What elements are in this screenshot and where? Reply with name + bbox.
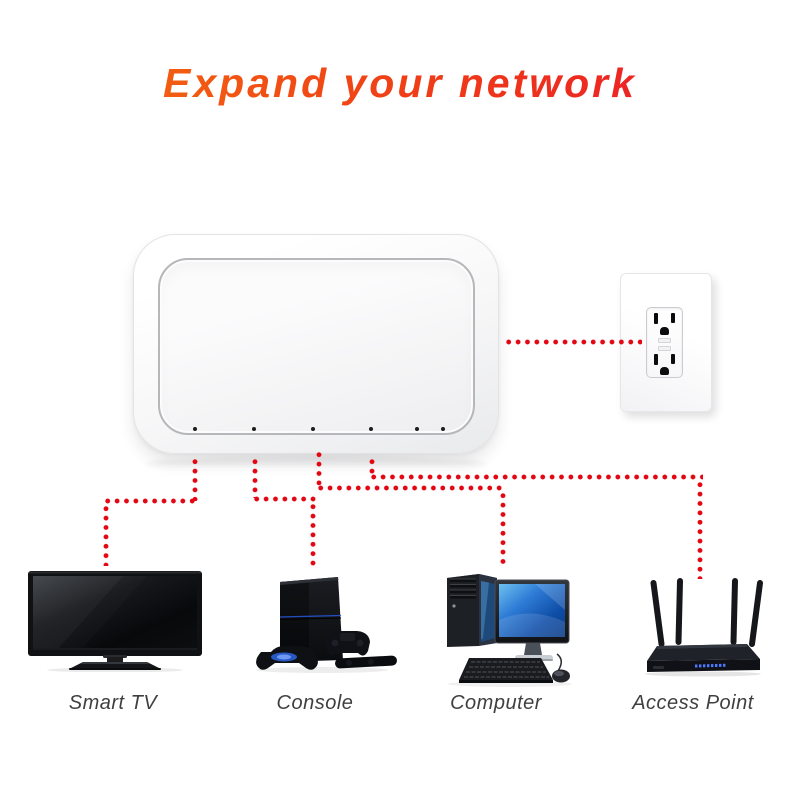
computer-label: Computer <box>450 692 542 714</box>
switch-led <box>193 427 197 431</box>
switch-led <box>311 427 315 431</box>
page-title: Expand your network <box>0 60 800 107</box>
switch-led <box>252 427 256 431</box>
outlet-tab <box>658 346 671 351</box>
outlet-ground-hole <box>660 367 669 375</box>
access-point-label: Access Point <box>632 692 754 714</box>
computer-graphic <box>447 574 572 687</box>
smart-tv-graphic <box>28 571 202 673</box>
outlet-slot <box>654 313 658 324</box>
outlet-slot <box>654 354 658 365</box>
network-switch-device <box>133 234 499 454</box>
outlet-tab <box>658 338 671 343</box>
connection-tv-line <box>103 498 198 504</box>
switch-led <box>369 427 373 431</box>
computer-icon <box>435 568 585 688</box>
connection-tv-line <box>192 457 198 501</box>
smart-tv-label: Smart TV <box>68 692 158 714</box>
connection-computer-line <box>500 491 506 564</box>
connection-ap-line <box>697 480 703 579</box>
switch-led <box>415 427 419 431</box>
connection-computer-line <box>316 450 322 487</box>
connection-console-line <box>252 457 258 498</box>
outlet-slot <box>671 313 675 323</box>
outlet-ground-hole <box>660 327 669 335</box>
smart-tv-icon <box>25 570 205 673</box>
connection-ap-line <box>369 474 703 480</box>
switch-top-panel <box>158 258 475 435</box>
outlet-slot <box>671 354 675 364</box>
connection-console-line <box>310 502 316 569</box>
outlet-recess <box>646 307 683 378</box>
connection-console-line <box>252 496 316 502</box>
console-graphic <box>256 577 397 673</box>
connection-ap-line <box>369 457 375 476</box>
connection-tv-line <box>103 504 109 566</box>
switch-led <box>441 427 445 431</box>
console-label: Console <box>276 692 354 714</box>
access-point-graphic <box>645 578 763 677</box>
access-point-icon <box>635 578 770 678</box>
connection-computer-line <box>316 485 506 491</box>
connection-outlet-line <box>504 339 642 345</box>
console-icon <box>250 574 400 674</box>
